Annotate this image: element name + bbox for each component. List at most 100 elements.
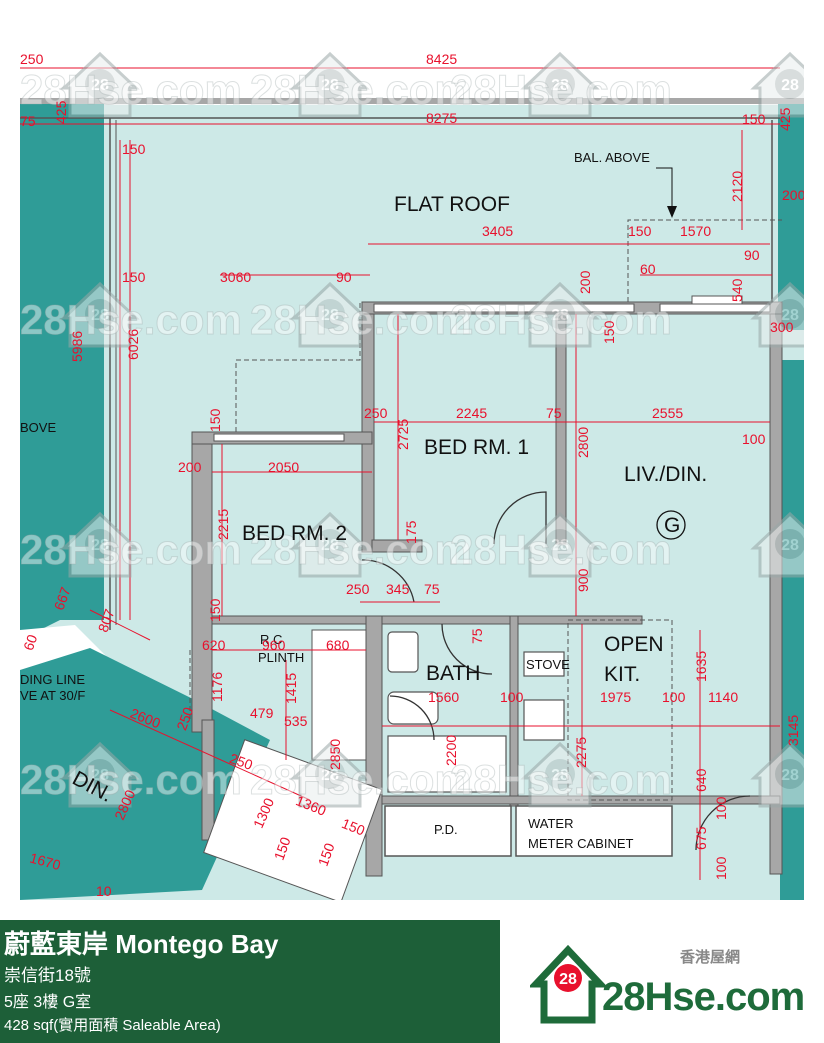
listing-area: 428 sqf(實用面積 Saleable Area) — [4, 1017, 221, 1034]
windows — [213, 295, 771, 442]
window-balcony — [691, 295, 743, 305]
sink — [523, 699, 565, 741]
dim-100-d: 100 — [713, 796, 729, 820]
dim-960: 960 — [262, 637, 286, 653]
watermark-circle-icon — [85, 529, 115, 559]
dim-667: 667 — [51, 585, 74, 613]
exterior-right — [780, 360, 804, 900]
dim-150-e: 150 — [601, 320, 617, 344]
dim-200-a: 200 — [782, 187, 804, 203]
dim-3145: 3145 — [785, 715, 801, 746]
room-bath: BATH — [426, 662, 480, 685]
toilet — [387, 631, 419, 673]
dim-150-a: 150 — [122, 141, 146, 157]
dim-90-a: 90 — [744, 247, 760, 263]
watermark-badge-number: 28 — [321, 307, 339, 324]
dim-540: 540 — [729, 278, 745, 302]
dim-150-i: 150 — [271, 835, 294, 863]
dim-1670: 1670 — [28, 850, 62, 874]
label-line-1: DING LINE — [20, 672, 85, 687]
dim-2120: 2120 — [729, 171, 745, 202]
dim-1975: 1975 — [600, 689, 631, 705]
watermark-badge-icon: 28 — [520, 281, 600, 348]
window-bed2 — [213, 433, 345, 442]
dim-100-e: 100 — [713, 856, 729, 880]
balcony-arrow-head — [667, 206, 677, 218]
open-kitchen-outline — [567, 619, 673, 801]
label-meter-cabinet: METER CABINET — [528, 836, 634, 851]
listing-street: 崇信街18號 — [4, 966, 91, 985]
pd-cabinet — [384, 805, 512, 857]
dim-675: 675 — [693, 826, 709, 850]
dim-2050: 2050 — [268, 459, 299, 475]
watermark-circle-icon — [545, 529, 575, 559]
dim-75-d: 75 — [469, 628, 485, 644]
watermark-circle-icon — [85, 299, 115, 329]
listing-banner: 蔚藍東岸 Montego Bay 崇信街18號 5座 3樓 G室 428 sqf… — [0, 920, 500, 1043]
dim-1176: 1176 — [209, 672, 225, 702]
room-living: LIV./DIN. — [624, 463, 707, 486]
door-bed1 — [493, 491, 547, 545]
watermark-badge-icon: 28 — [750, 281, 804, 348]
watermark-text: 28Hse.com — [20, 526, 242, 573]
watermark-badge-number: 28 — [91, 77, 109, 94]
room-kitchen-line1: OPEN — [604, 633, 664, 656]
dim-2555: 2555 — [652, 405, 683, 421]
dim-1635: 1635 — [693, 651, 709, 682]
dim-425-right: 425 — [777, 107, 793, 131]
dim-5986: 5986 — [69, 331, 85, 362]
dim-100-c: 100 — [662, 689, 686, 705]
listing-title: 蔚藍東岸 Montego Bay — [4, 929, 279, 959]
door-entry — [695, 795, 751, 851]
exterior-left — [20, 100, 104, 640]
brand-panel: 香港屋網 28 28Hse.com — [500, 920, 824, 1043]
room-bed2: BED RM. 2 — [242, 522, 347, 545]
dim-620: 620 — [202, 637, 226, 653]
watermark-badge-number: 28 — [551, 77, 569, 94]
dim-900: 900 — [575, 568, 591, 592]
watermark-text: 28Hse.com — [450, 526, 672, 573]
dim-150-c: 150 — [628, 223, 652, 239]
watermark-badge-number: 28 — [91, 767, 109, 784]
dim-3405: 3405 — [482, 223, 513, 239]
watermark-badge-icon: 28 — [290, 51, 370, 118]
watermark-circle-icon — [315, 759, 345, 789]
dim-640: 640 — [693, 768, 709, 792]
unit-mark-circle — [656, 510, 686, 540]
watermark-text: 28Hse.com — [20, 66, 242, 113]
dim-150-j: 150 — [315, 841, 338, 869]
watermark-badge-number: 28 — [781, 537, 799, 554]
doors — [361, 491, 751, 851]
watermark-badge-icon: 28 — [750, 511, 804, 578]
dim-175: 175 — [403, 520, 419, 544]
wall-bed1-right — [555, 313, 567, 545]
watermark-text: 28Hse.com — [250, 66, 472, 113]
balcony-arrow-line — [656, 167, 673, 216]
dim-200-c: 200 — [178, 459, 202, 475]
watermark-badge-number: 28 — [91, 307, 109, 324]
watermark-badge-icon: 28 — [60, 511, 140, 578]
watermark-text: 28Hse.com — [450, 296, 672, 343]
dashed-balcony — [627, 219, 782, 302]
watermark-badge-icon: 28 — [60, 741, 140, 808]
room-flat-roof: FLAT ROOF — [394, 193, 510, 216]
unit-mark: G — [664, 514, 680, 537]
dim-6026: 6026 — [125, 329, 141, 360]
watermark-badge-icon: 28 — [60, 51, 140, 118]
dim-75: 75 — [20, 113, 36, 129]
watermark-circle-icon — [315, 69, 345, 99]
dim-807: 807 — [95, 607, 118, 635]
dim-200-b: 200 — [577, 270, 593, 294]
watermark-text: 28Hse.com — [450, 756, 672, 803]
listing-unit: 5座 3樓 G室 — [4, 994, 92, 1011]
dim-8425: 8425 — [426, 51, 457, 67]
watermark-badge-number: 28 — [91, 537, 109, 554]
kitchen-fixtures — [523, 651, 565, 741]
plinth-area — [311, 629, 367, 761]
watermark-badge-icon: 28 — [520, 51, 600, 118]
dim-2275: 2275 — [573, 737, 589, 768]
watermark-text: 28Hse.com — [20, 296, 242, 343]
dim-345: 345 — [386, 581, 410, 597]
